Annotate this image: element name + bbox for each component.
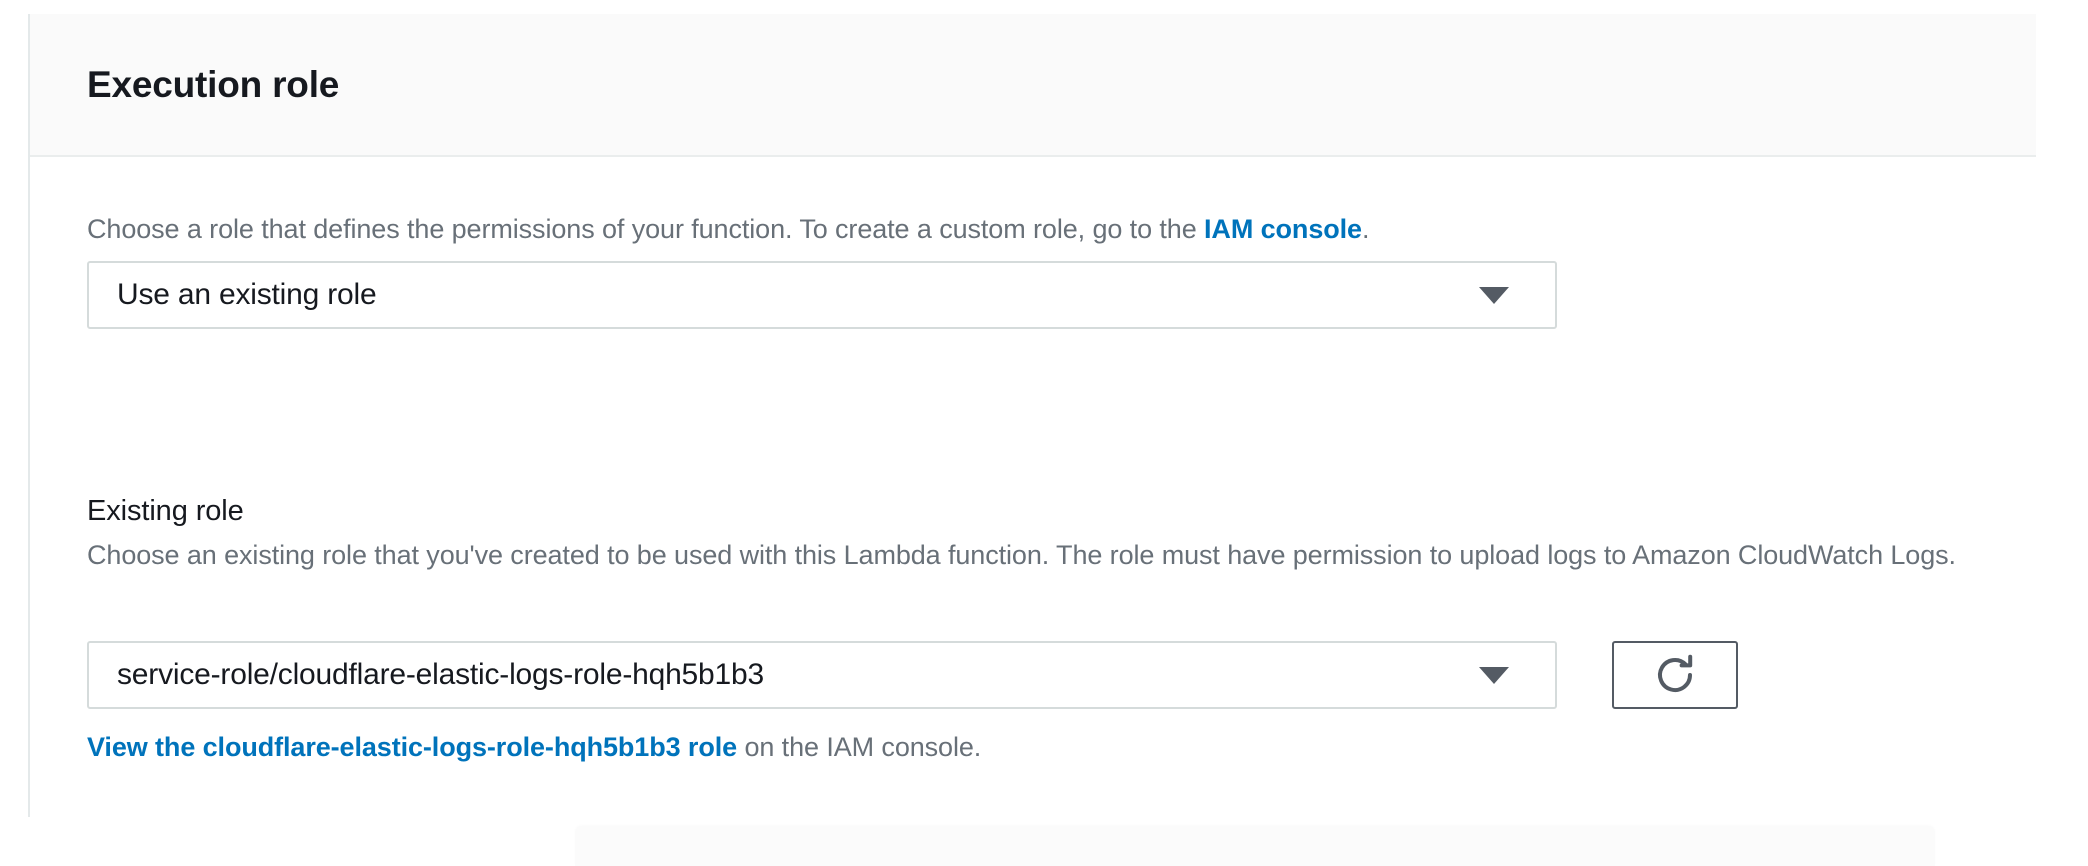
panel-body: Choose a role that defines the permissio… [30,157,2036,817]
role-type-select-value: Use an existing role [117,278,377,311]
role-type-select[interactable]: Use an existing role [87,261,1557,329]
view-role-link-suffix: on the IAM console. [737,732,982,762]
execution-role-panel: Execution role Choose a role that define… [28,14,2036,817]
existing-role-select-value: service-role/cloudflare-elastic-logs-rol… [117,658,764,691]
role-type-description-text-before: Choose a role that defines the permissio… [87,214,1205,244]
refresh-icon [1651,651,1699,699]
role-type-description: Choose a role that defines the permissio… [87,211,1369,248]
existing-role-select[interactable]: service-role/cloudflare-elastic-logs-rol… [87,641,1557,709]
page-title: Execution role [87,64,340,105]
existing-role-description: Choose an existing role that you've crea… [87,540,1956,570]
iam-console-link[interactable]: IAM console [1204,214,1362,244]
chevron-down-icon [1479,666,1509,684]
existing-role-select-row: service-role/cloudflare-elastic-logs-rol… [87,641,1738,709]
chevron-down-icon [1479,286,1509,304]
view-role-link-line: View the cloudflare-elastic-logs-role-hq… [87,729,981,766]
role-type-select-wrapper: Use an existing role [87,261,1557,329]
existing-role-label: Existing role [87,495,244,527]
cut-off-text-above-panel: · · · [0,0,2088,4]
cut-off-element-below-panel [575,826,1935,866]
refresh-roles-button[interactable] [1612,641,1738,709]
panel-header: Execution role [30,14,2036,157]
view-role-link[interactable]: View the cloudflare-elastic-logs-role-hq… [87,732,738,762]
role-type-description-text-after: . [1361,214,1370,244]
